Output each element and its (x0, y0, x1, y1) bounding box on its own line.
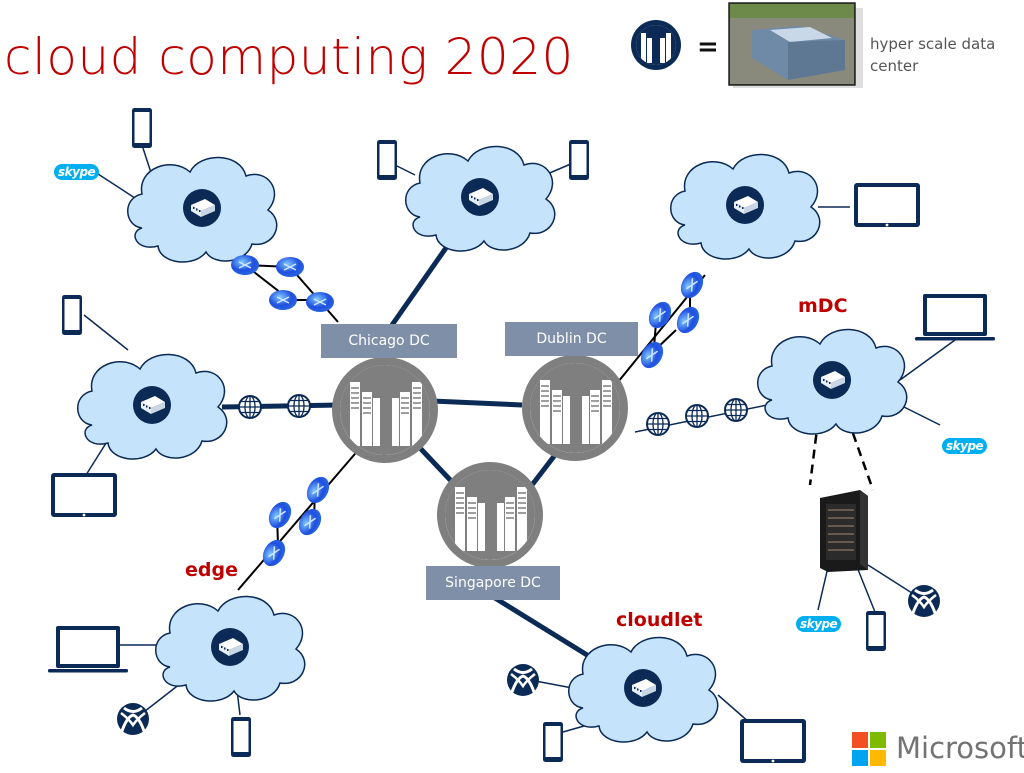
legend-datacenter-icon (631, 20, 681, 70)
legend-equals: = (697, 32, 719, 62)
switch-icon (726, 186, 764, 224)
phone-icon (543, 722, 563, 762)
switch-icon (211, 628, 249, 666)
skype-logo-icon: skype (942, 438, 988, 454)
microsoft-logo-square (852, 732, 868, 748)
phone-icon (132, 108, 152, 148)
router-icon (268, 289, 298, 311)
globe-icon (238, 395, 262, 419)
router-icon (257, 535, 291, 571)
tablet-icon (51, 473, 117, 517)
datacenter-singapore-icon (437, 462, 543, 569)
router-icon (643, 297, 677, 333)
skype-logo-icon: skype (54, 164, 100, 180)
server-rack-icon (820, 490, 868, 572)
page-title: cloud computing 2020 (4, 28, 574, 86)
router-icon (230, 254, 260, 276)
datacenter-dublin-icon (522, 355, 628, 462)
router-group-right (635, 267, 709, 373)
switch-icon (461, 178, 499, 216)
cloud-top-center (404, 145, 556, 252)
cloud-mdc (756, 328, 908, 435)
phone-icon (377, 140, 397, 180)
globe-icon (685, 404, 709, 428)
switch-icon (183, 189, 221, 227)
phone-icon (569, 140, 589, 180)
phone-icon (62, 295, 82, 335)
category-label-edge: edge (185, 559, 238, 581)
switch-icon (133, 386, 171, 424)
router-group-top-left (230, 254, 335, 313)
category-label-mdc: mDC (798, 295, 848, 317)
tablet-icon (854, 183, 920, 227)
xbox-icon (115, 701, 151, 737)
category-label-cloudlet: cloudlet (616, 609, 703, 631)
cloud-top-left (126, 156, 278, 263)
switch-icon (813, 361, 851, 399)
backbone-links (221, 233, 602, 666)
router-icon (305, 291, 335, 313)
router-icon (675, 267, 709, 303)
cloud-edge (154, 595, 306, 702)
datacenter-label-singapore: Singapore DC (426, 566, 560, 600)
phone-icon (231, 717, 251, 757)
datacenter-photo (728, 2, 863, 88)
microsoft-brand-name: Microsoft (896, 731, 1024, 765)
globe-icon (724, 398, 748, 422)
phone-icon (866, 611, 886, 651)
microsoft-logo-icon (852, 732, 886, 766)
microsoft-logo-square (852, 750, 868, 766)
xbox-icon (505, 662, 541, 698)
datacenter-label-dublin: Dublin DC (505, 322, 638, 356)
microsoft-logo-square (870, 732, 886, 748)
switch-icon (624, 669, 662, 707)
cloud-cloudlet (567, 636, 719, 743)
microsoft-logo-square (870, 750, 886, 766)
cloud-left (76, 353, 228, 460)
laptop-icon (915, 294, 995, 341)
xbox-icon (906, 583, 942, 619)
cloud-top-right (669, 153, 821, 260)
datacenter-label-chicago: Chicago DC (321, 324, 457, 358)
router-icon (275, 256, 305, 278)
legend-description: hyper scale data center (870, 35, 996, 75)
router-icon (301, 472, 335, 508)
router-icon (293, 504, 327, 540)
tablet-icon (740, 719, 806, 763)
skype-logo-icon: skype (796, 616, 842, 632)
globe-icon (287, 394, 311, 418)
globe-icon (646, 412, 670, 436)
laptop-icon (48, 626, 128, 673)
